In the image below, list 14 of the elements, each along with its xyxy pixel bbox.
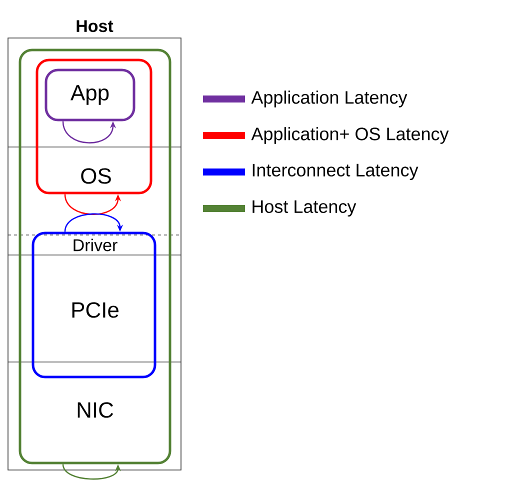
app-box: App: [44, 68, 136, 122]
layer-label: NIC: [78, 402, 114, 418]
latency-box: [18, 48, 172, 464]
layer-label: PCIe: [72, 302, 118, 318]
legend-label: Application Latency: [251, 90, 408, 108]
legend-label: Host Latency: [252, 200, 356, 217]
layer-label: Driver: [74, 238, 118, 252]
arrow: [64, 213, 124, 232]
latency-box: [36, 58, 152, 194]
layer-label: OS: [81, 168, 111, 184]
legend-label: Application+ OS Latency: [251, 127, 449, 144]
latency-box: [32, 232, 156, 378]
legend-label: Interconnect Latency: [252, 164, 418, 180]
node-label: Host: [76, 20, 114, 32]
